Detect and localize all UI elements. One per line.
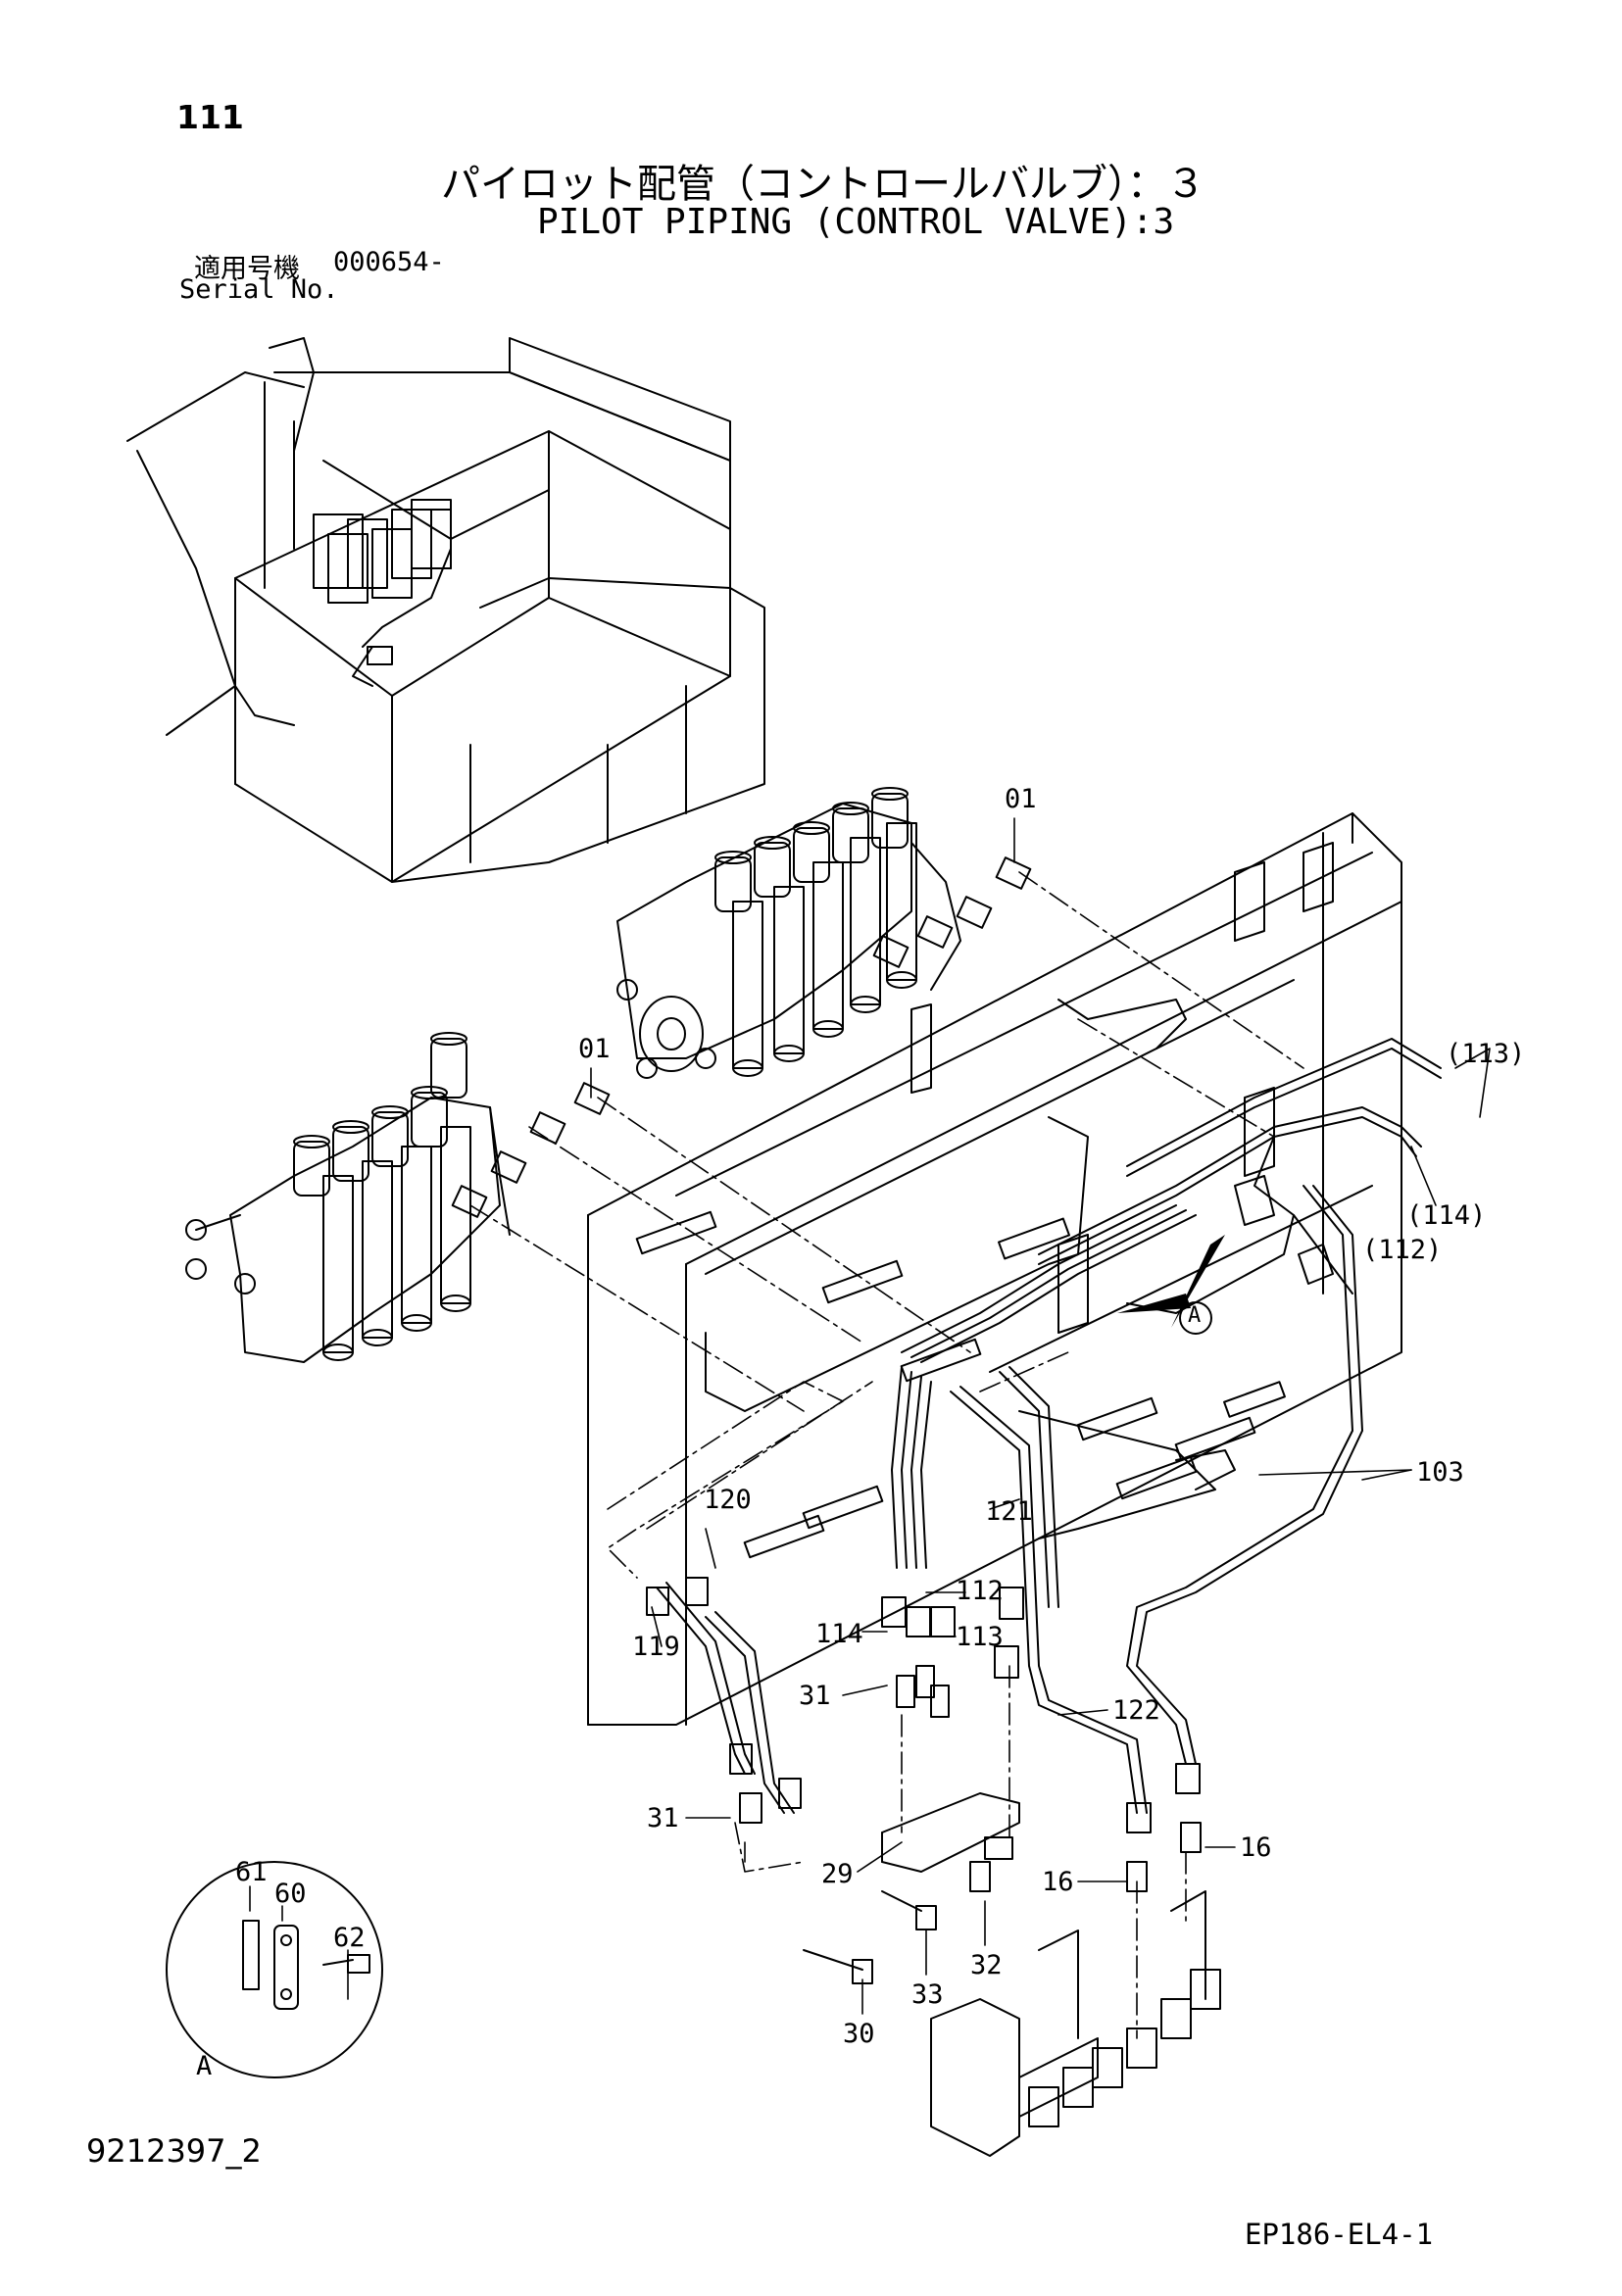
callout-31-lower: 31	[647, 1803, 679, 1833]
callout-31-upper: 31	[799, 1681, 831, 1711]
callout-120: 120	[704, 1485, 752, 1515]
page-title-english: PILOT PIPING (CONTROL VALVE):3	[537, 202, 1175, 242]
drawing-number: 9212397_2	[86, 2132, 262, 2170]
detail-a-label: A	[196, 2051, 213, 2081]
figure-code: EP186-EL4-1	[1245, 2218, 1434, 2251]
view-arrows	[1117, 1235, 1225, 1328]
view-a-label: A	[1188, 1303, 1202, 1328]
serial-value: 000654-	[333, 247, 445, 277]
callout-113-ref: (113)	[1446, 1039, 1526, 1069]
callout-leaders	[249, 817, 1491, 2015]
pilot-pipes	[656, 1038, 1442, 1814]
page-number: 111	[176, 98, 244, 136]
callout-121: 121	[985, 1496, 1033, 1527]
detail-a	[166, 1861, 383, 2078]
callout-114: 114	[815, 1619, 863, 1649]
callout-122: 122	[1112, 1695, 1160, 1726]
callout-16-right: 16	[1240, 1832, 1272, 1863]
callout-60: 60	[274, 1879, 307, 1909]
callout-29: 29	[821, 1859, 854, 1889]
callout-103: 103	[1416, 1457, 1464, 1488]
control-valve-lower	[185, 1032, 511, 1363]
machine-body	[126, 337, 765, 883]
serial-label-english: Serial No.	[179, 274, 339, 305]
lower-blocks	[930, 1890, 1221, 2157]
page-title-japanese: パイロット配管（コントロールバルブ）：３	[441, 162, 1205, 207]
leader-lines	[469, 871, 1304, 2039]
callout-119: 119	[632, 1632, 680, 1662]
callout-33: 33	[911, 1979, 944, 2010]
callout-61: 61	[235, 1857, 268, 1887]
callout-112: 112	[956, 1576, 1004, 1606]
callout-01-lower: 01	[578, 1034, 611, 1064]
callout-30: 30	[843, 2019, 875, 2049]
serial-label-japanese: 適用号機	[194, 254, 300, 284]
control-valve-upper	[616, 787, 961, 1079]
callout-62: 62	[333, 1923, 366, 1953]
view-a-marker	[1179, 1301, 1212, 1335]
callout-32: 32	[970, 1950, 1003, 1980]
callout-16-left: 16	[1042, 1867, 1074, 1897]
callout-114-ref: (114)	[1406, 1200, 1487, 1231]
callout-01-upper: 01	[1005, 784, 1037, 814]
callout-113: 113	[956, 1622, 1004, 1652]
callout-112-ref: (112)	[1362, 1235, 1443, 1265]
